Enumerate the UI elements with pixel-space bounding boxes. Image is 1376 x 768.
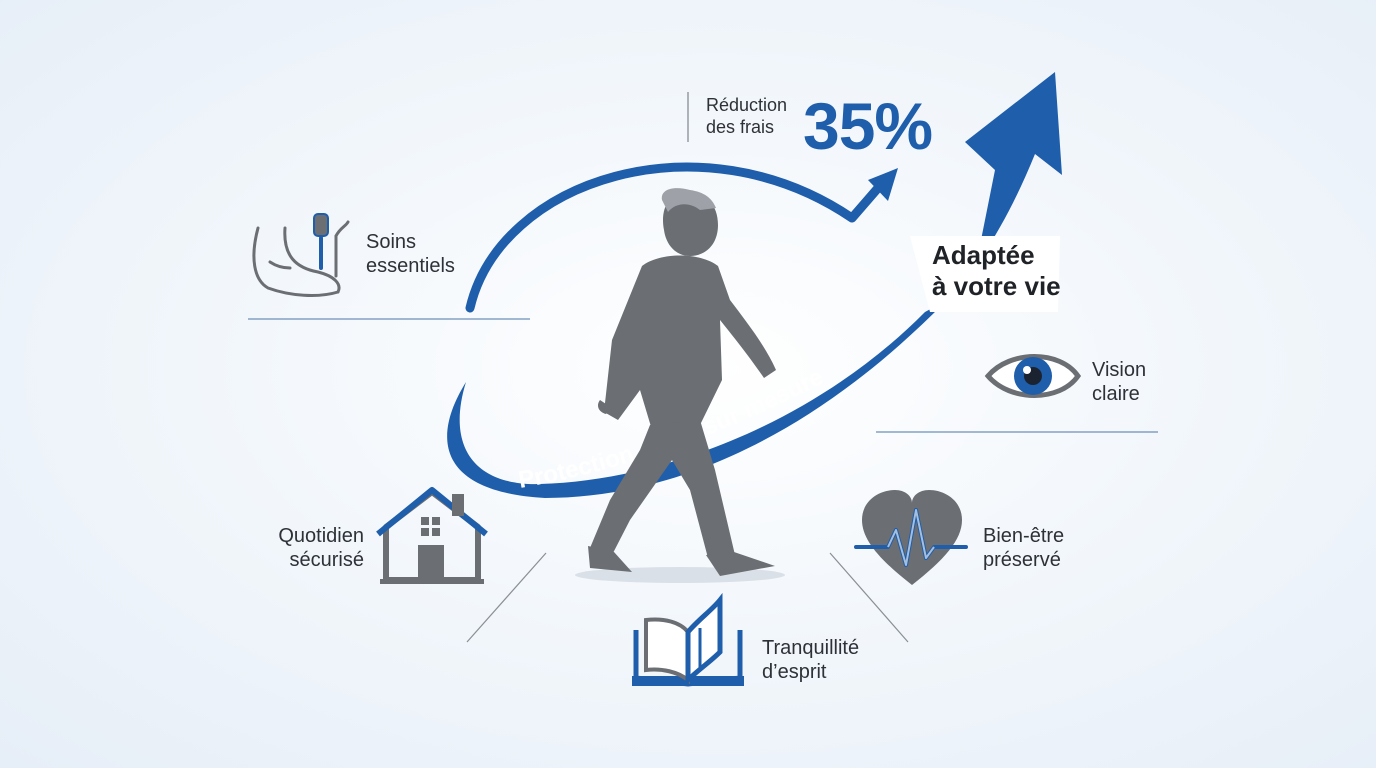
- tagline: Adaptée à votre vie: [932, 240, 1061, 302]
- top-arc-arrowhead: [868, 168, 898, 201]
- feature-bienetre-line1: Bien-être: [983, 525, 1065, 547]
- feature-soins-label: Soins essentiels: [366, 230, 455, 278]
- feature-tranquillite-line1: Tranquillité: [762, 637, 860, 659]
- foot-care-tools-icon: [252, 213, 350, 297]
- connector-line: [829, 552, 909, 643]
- tagline-line2: à votre vie: [932, 271, 1061, 301]
- stat-label-line2: des frais: [706, 117, 775, 137]
- feature-soins-line2: essentiels: [366, 255, 455, 277]
- house-icon: [376, 487, 488, 584]
- feature-bienetre-label: Bien-être préservé: [983, 524, 1064, 572]
- feature-soins-line1: Soins: [366, 231, 417, 253]
- tagline-box: [910, 236, 1060, 312]
- heart-pulse-icon: [854, 490, 968, 585]
- feature-bienetre-line2: préservé: [983, 549, 1061, 571]
- feature-tranquillite-line2: d’esprit: [762, 661, 827, 683]
- stat-label: Réduction des frais: [706, 94, 787, 138]
- top-arc-arrow: [465, 162, 883, 313]
- feature-vision-line2: claire: [1092, 383, 1140, 405]
- feature-vision-line1: Vision: [1092, 359, 1147, 381]
- eye-icon: [984, 354, 1082, 398]
- feature-quotidien-line2: sécurisé: [289, 549, 364, 571]
- open-book-icon: [632, 592, 744, 687]
- feature-tranquillite-label: Tranquillité d’esprit: [762, 636, 859, 684]
- feature-quotidien-label: Quotidien sécurisé: [232, 524, 364, 572]
- stat-value: 35%: [803, 89, 933, 163]
- swoosh-banner: [447, 72, 1062, 498]
- walking-senior-illustration: [575, 188, 785, 583]
- feature-quotidien-line1: Quotidien: [278, 525, 364, 547]
- connector-line: [466, 552, 547, 643]
- tagline-line1: Adaptée: [932, 240, 1035, 270]
- feature-vision-label: Vision claire: [1092, 358, 1146, 406]
- stat-label-line1: Réduction: [706, 95, 788, 115]
